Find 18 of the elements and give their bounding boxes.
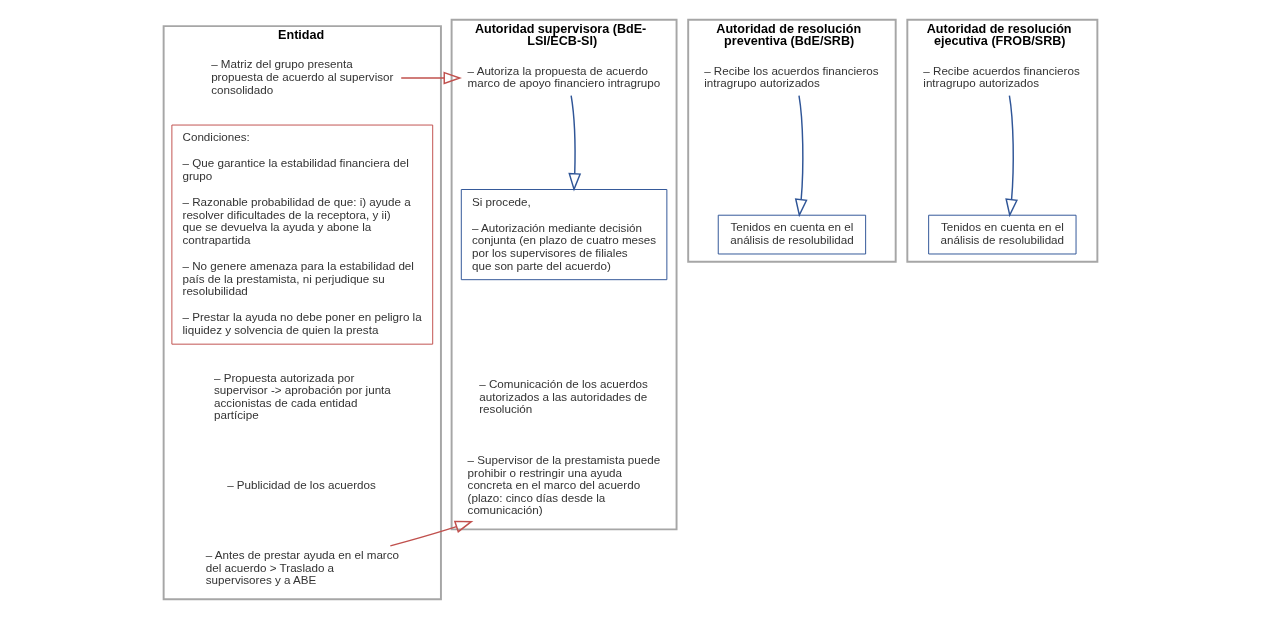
node-box: Tenidos en cuenta en el análisis de resolubilidad	[717, 214, 867, 255]
arrow	[400, 71, 462, 85]
node-text: – Comunicación de los acuerdos autorizados a las autoridades de resolución	[479, 376, 648, 416]
node-text: – Supervisor de la prestamista puede prohibir o restringir una ayuda concreta en el marco del acuerdo (plazo: cinco días desde la comunicación)	[467, 453, 661, 517]
arrow	[794, 94, 808, 218]
node-box: Si procede, – Autorización mediante decisión conjunta (en plazo de cuatro meses por los supervisores de filiales que son parte del acuerdo)	[460, 189, 668, 281]
node-text: – Propuesta autorizada por supervisor -> aprobación por junta accionistas de cada entidad partícipe	[214, 370, 391, 422]
node-box: Condiciones: – Que garantice la estabilidad financiera del grupo – Razonable probabilidad de que: i) ayude a resolver dificultades de la receptora, y ii) que se devuelva la ayuda y abone la contrapartida – No genere amenaza para la estabilidad del país de la prestamista, ni perjudique su resolubilidad – Prestar la ayuda no debe poner en peligro la liquidez y solvencia de quien la presta	[171, 124, 434, 345]
node-text: – Matriz del grupo presenta propuesta de acuerdo al supervisor consolidado	[211, 57, 394, 96]
node-text: – Recibe acuerdos financieros intragrupo autorizados	[923, 63, 1080, 90]
arrow	[1005, 94, 1019, 218]
node-text: – Autoriza la propuesta de acuerdo marco de apoyo financiero intragrupo	[467, 63, 661, 90]
node-text: – Publicidad de los acuerdos	[227, 478, 376, 492]
arrow	[568, 94, 582, 192]
node-text: – Antes de prestar ayuda en el marco del acuerdo > Traslado a supervisores y a ABE	[205, 548, 400, 587]
node-box: Tenidos en cuenta en el análisis de resolubilidad	[928, 214, 1077, 255]
node-text: – Recibe los acuerdos financieros intragrupo autorizados	[704, 63, 879, 90]
arrow	[389, 520, 474, 547]
